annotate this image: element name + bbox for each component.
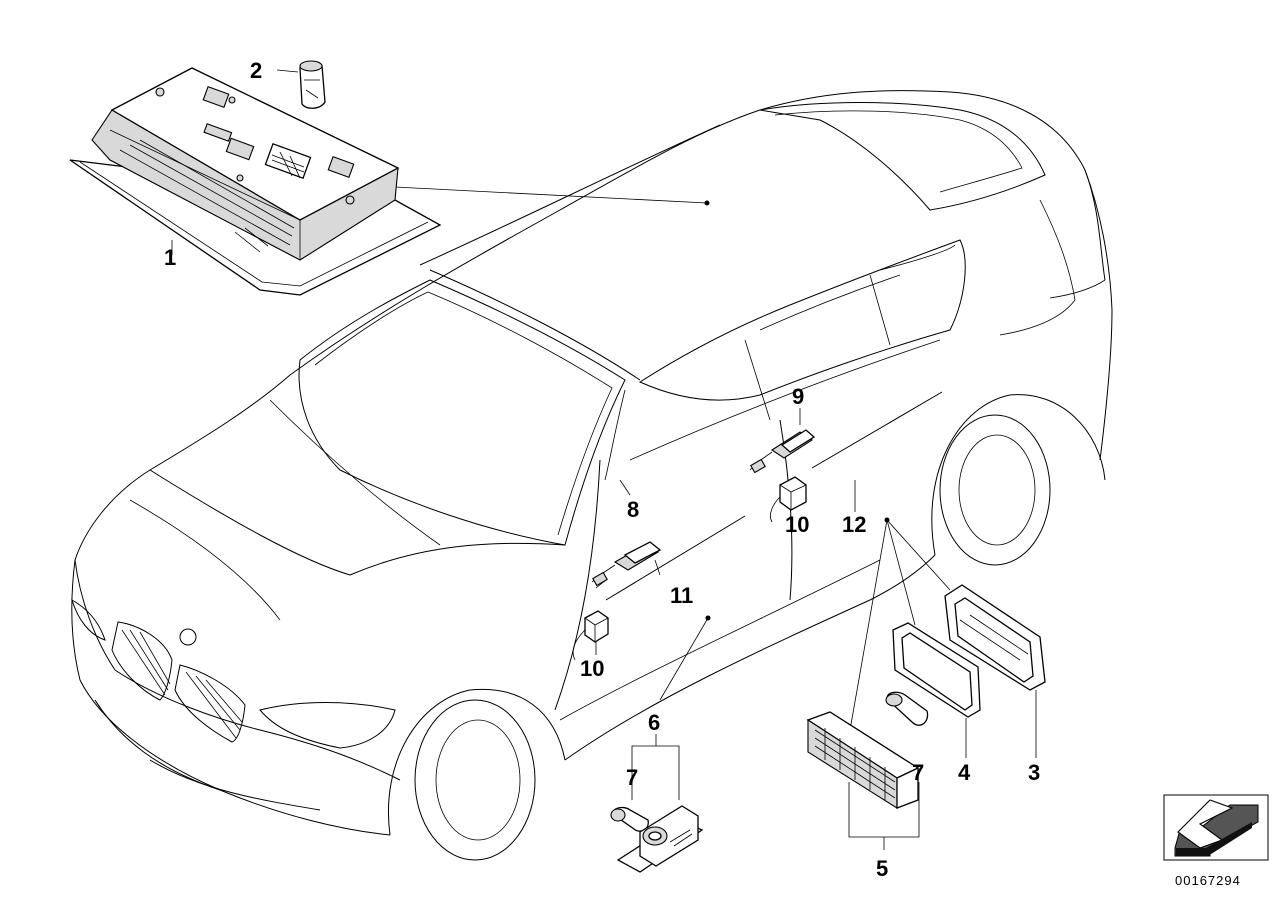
vehicle-outline: [71, 90, 1113, 861]
courtesy-lamp: [616, 805, 704, 873]
festoon-bulb-icon: [885, 691, 929, 726]
callout-2: 2: [250, 58, 262, 83]
door-contact-switch-rear: [749, 429, 816, 474]
callout-5: 5: [876, 856, 888, 881]
callout-labels: 1 2 3 4 5 6 7 7 8 9 10 10 11 12: [164, 58, 1040, 881]
leader-lines: [171, 69, 1037, 850]
callout-12: 12: [842, 512, 866, 537]
diagram-id: 00167294: [1175, 873, 1241, 888]
lamp-frame-inner: [892, 622, 981, 718]
callout-7b: 7: [912, 760, 924, 785]
luggage-compartment-lamp: [806, 711, 920, 809]
callout-7a: 7: [626, 765, 638, 790]
bulb-icon: [299, 60, 326, 109]
callout-10a: 10: [580, 656, 604, 681]
callout-4: 4: [958, 760, 971, 785]
callout-1: 1: [164, 245, 176, 270]
callout-3: 3: [1028, 760, 1040, 785]
callout-10b: 10: [785, 512, 809, 537]
direction-arrow-icon: [1163, 794, 1269, 861]
lamp-frame-outer: [944, 584, 1046, 691]
small-bulb-icon: [610, 806, 649, 832]
connector-front: [572, 610, 609, 661]
callout-11: 11: [670, 583, 693, 608]
callout-9: 9: [792, 384, 804, 409]
door-contact-switch-front: [591, 541, 662, 589]
interior-light-module: [69, 67, 442, 296]
callout-8: 8: [627, 497, 639, 522]
wiring-harness: [605, 391, 943, 601]
connector-rear: [770, 476, 807, 523]
callout-6: 6: [648, 710, 660, 735]
